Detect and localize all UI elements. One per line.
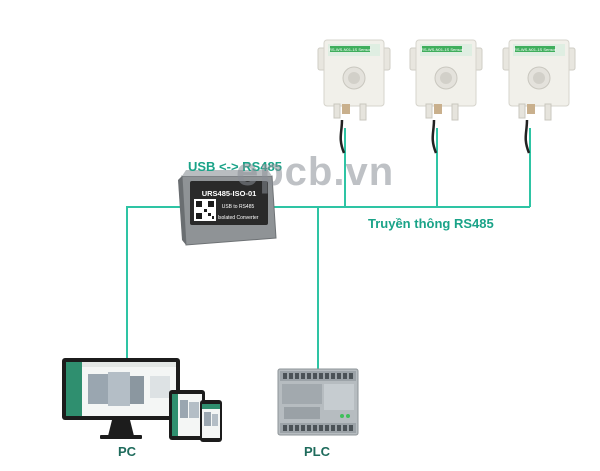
pc-label: PC (118, 444, 137, 459)
converter-line1-text: USB to RS485 (222, 204, 255, 210)
tablet-icon (169, 390, 205, 440)
humidity-sensor-icon: RS-WS-N01-1S Sensor (502, 39, 576, 154)
converter-line2-text: Isolated Converter (218, 215, 259, 221)
sensor-label-plate (515, 46, 555, 52)
sensor-label: RS-WS-N01-1S Sensor (514, 47, 557, 52)
humidity-sensor-icon: RS-WS-N01-1S Sensor (317, 39, 391, 154)
sensor-label-plate (330, 46, 370, 52)
watermark-text: epcb.vn (236, 150, 395, 194)
usb-rs485-converter-icon: URS485-ISO-01 USB to RS485 Isolated Conv… (178, 170, 277, 246)
plc-label: PLC (304, 444, 330, 459)
converter-title-label: USB <-> RS485 (188, 159, 282, 174)
sensor-label: RS-WS-N01-1S Sensor (329, 47, 372, 52)
desktop-monitor-icon (62, 358, 180, 439)
sensor-label: RS-WS-N01-1S Sensor (421, 47, 464, 52)
smartphone-icon (200, 400, 222, 442)
converter-model-text: URS485-ISO-01 (202, 189, 257, 198)
rs485-bus-label: Truyền thông RS485 (368, 216, 494, 231)
plc-controller-icon (277, 368, 359, 436)
sensor-label-plate (422, 46, 462, 52)
connection-lines (126, 128, 531, 370)
pc-link-line (126, 206, 185, 360)
humidity-sensor-icon: RS-WS-N01-1S Sensor (409, 39, 483, 154)
